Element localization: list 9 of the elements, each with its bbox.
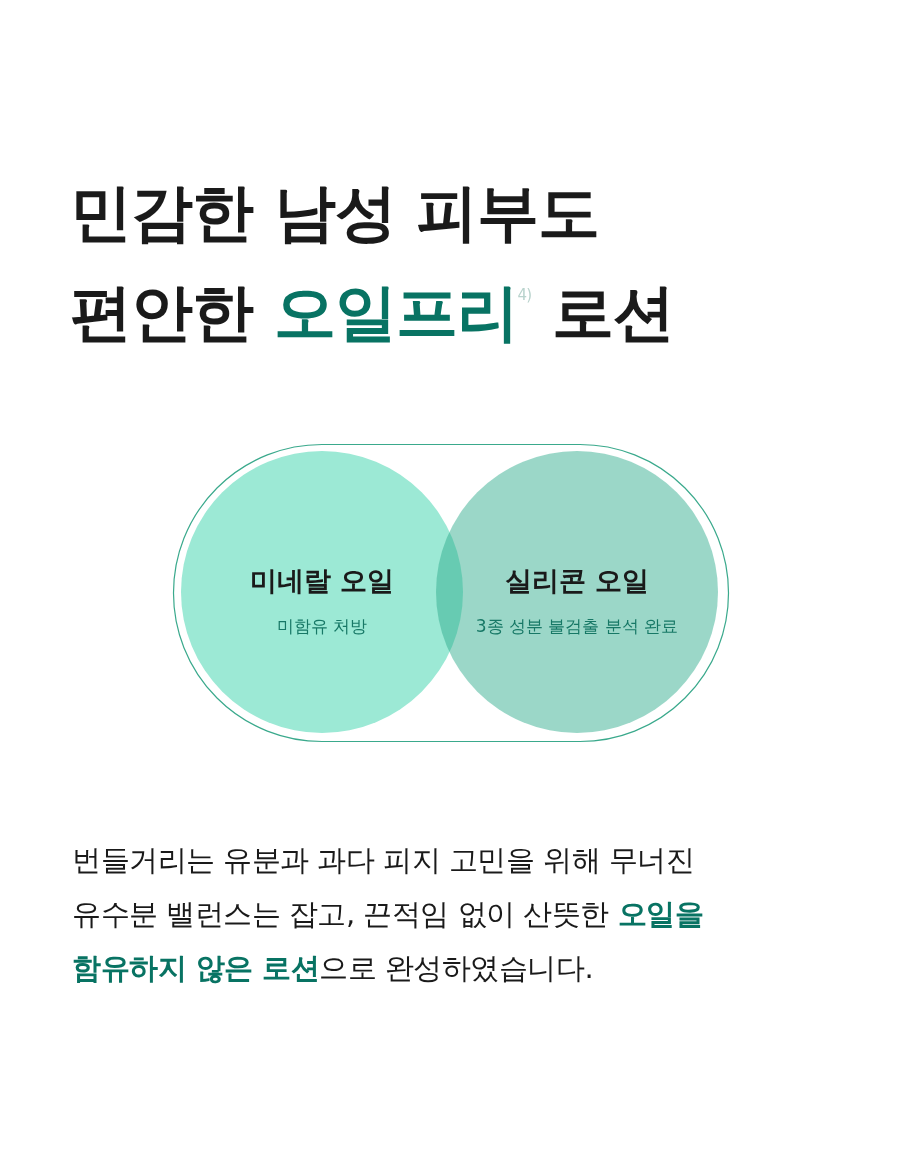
venn-circle bbox=[181, 451, 463, 733]
circle-title: 실리콘 오일 bbox=[503, 564, 651, 598]
headline: 민감한 남성 피부도 편안한 오일프리$^{4)}$ 로션 bbox=[70, 175, 675, 351]
venn-circle bbox=[436, 451, 718, 733]
circle-title: 미네랄 오일 bbox=[248, 564, 396, 598]
capsule-outline bbox=[173, 444, 729, 742]
circle-subtitle: 3종 성분 불검출 분석 완료 bbox=[474, 615, 680, 638]
description-paragraph: 번들거리는 유분과 과다 피지 고민을 위해 무너진 유수분 밸런스는 잡고, 끈적임 없이 산뜻한 오일을 함유하지 않은 로션으로 완성하였습니다. bbox=[72, 842, 705, 987]
circle-subtitle: 미함유 처방 bbox=[275, 615, 369, 638]
